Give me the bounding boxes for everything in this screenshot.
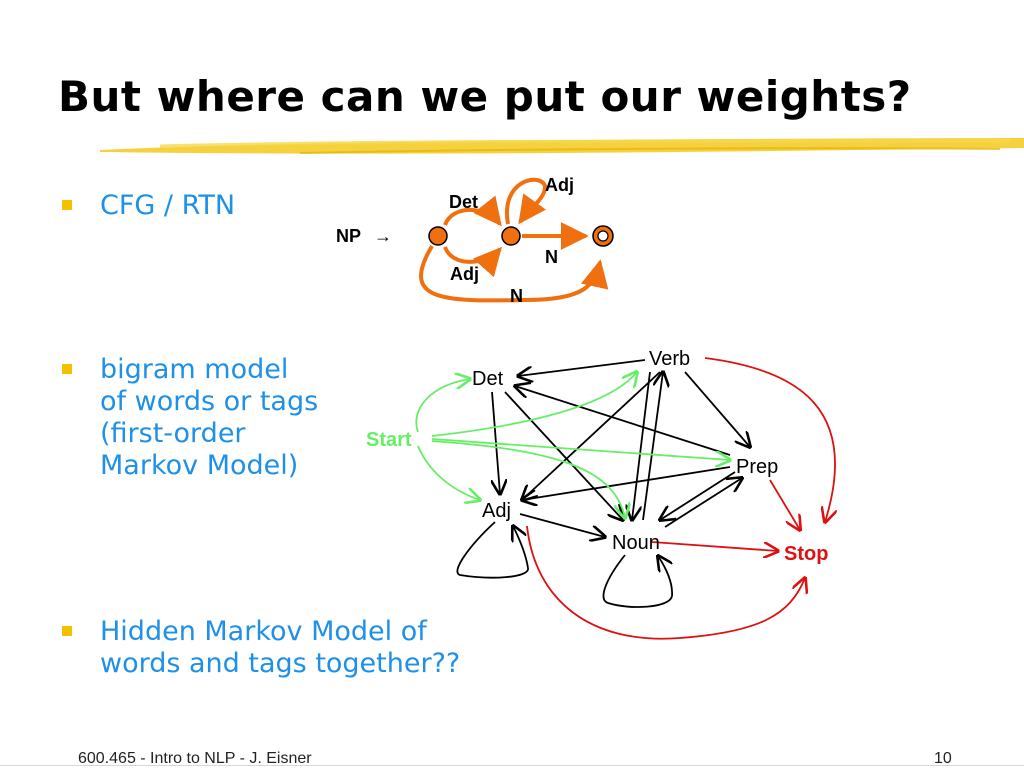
bullet-line: words and tags together?? (100, 648, 461, 679)
footer-page-number: 10 (934, 750, 952, 767)
rtn-edge-adj-loop (504, 177, 547, 225)
rtn-state-middle (501, 226, 521, 246)
edge-prep-stop (769, 479, 800, 530)
node-adj: Adj (482, 500, 511, 522)
rtn-arrow-symbol: → (374, 226, 392, 246)
bullet-line: Hidden Markov Model of (100, 616, 427, 647)
node-verb: Verb (649, 348, 690, 370)
edge-noun-self-loop (602, 555, 673, 608)
bullet-line: (first-order (100, 418, 246, 449)
edge-verb-det (518, 359, 646, 376)
edge-prep-noun (660, 471, 736, 520)
rtn-state-start (428, 226, 448, 246)
title-highlight-stroke (100, 138, 1024, 154)
bullet-line: Markov Model) (100, 450, 299, 481)
footer-course: 600.465 - Intro to NLP - J. Eisner (78, 750, 312, 767)
edge-start-noun (431, 440, 625, 518)
bullet-bigram-model: bigram model of words or tags (first-ord… (62, 354, 318, 482)
rtn-edge-adj-lower (443, 246, 502, 278)
edge-adj-noun (519, 513, 605, 537)
rtn-label-adj-loop: Adj (545, 175, 574, 195)
edge-start-prep (431, 438, 730, 460)
bullet-hidden-markov-model: Hidden Markov Model of words and tags to… (62, 616, 460, 680)
edge-verb-prep (684, 371, 750, 447)
edge-prep-adj (522, 466, 731, 500)
edge-verb-adj (522, 371, 661, 500)
edge-noun-verb (642, 372, 663, 521)
edge-det-noun (504, 391, 623, 520)
bullet-marker (62, 626, 72, 636)
edge-adj-self-loop (456, 521, 529, 579)
edge-adj-stop (526, 525, 805, 640)
rtn-edge-n-bottom (419, 244, 609, 303)
rtn-edge-det (443, 195, 502, 227)
slide-title: But where can we put our weights? (58, 72, 912, 121)
rtn-label-n: N (545, 247, 558, 267)
edge-prep-det (515, 386, 731, 456)
edge-start-det (415, 379, 470, 433)
rtn-lhs-label: NP (336, 226, 361, 246)
edge-start-verb (431, 372, 637, 437)
edge-noun-stop (651, 541, 778, 551)
rtn-label-adj-lower: Adj (450, 264, 479, 284)
rtn-label-det: Det (449, 192, 478, 212)
footer-rule (0, 765, 1024, 766)
edge-start-adj (417, 445, 480, 500)
bullet-line: bigram model (100, 354, 289, 385)
rtn-label-n-bottom: N (510, 286, 523, 306)
node-noun: Noun (612, 532, 660, 554)
bullet-cfg-rtn: CFG / RTN (62, 190, 235, 222)
node-start: Start (366, 429, 412, 451)
bullet-line: CFG / RTN (100, 190, 236, 221)
edge-noun-prep (664, 478, 742, 528)
bullet-marker (62, 200, 72, 210)
bullet-marker (62, 364, 72, 374)
node-stop: Stop (784, 543, 828, 565)
node-prep: Prep (736, 456, 778, 478)
node-det: Det (472, 368, 504, 390)
bullet-line: of words or tags (100, 386, 319, 417)
rtn-state-final-inner (597, 230, 609, 242)
edge-verb-stop (704, 357, 835, 522)
edge-verb-noun (632, 371, 651, 520)
